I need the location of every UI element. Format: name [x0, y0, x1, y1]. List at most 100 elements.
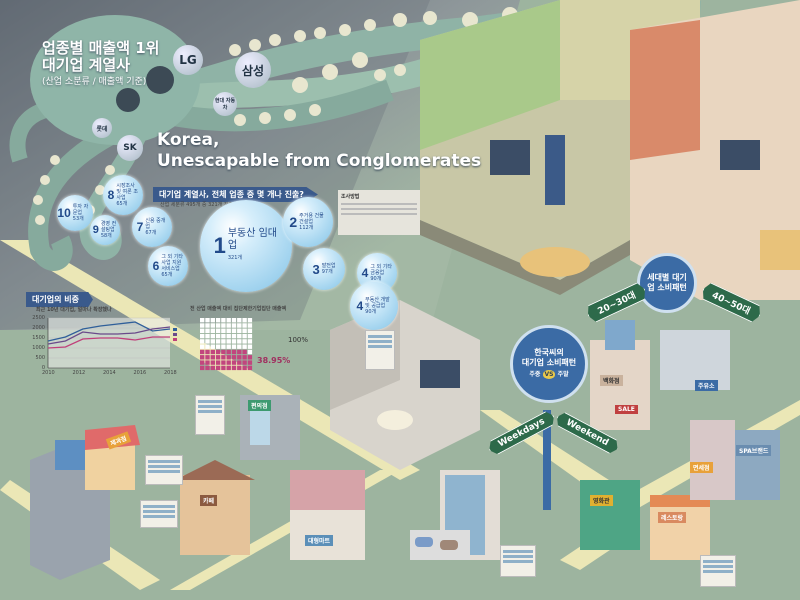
waffle-cell — [226, 328, 231, 333]
bubble-count: 58개 — [100, 233, 112, 239]
survey-title: 조사방법 — [341, 194, 360, 200]
bubble-count: 321개 — [227, 255, 242, 261]
waffle-cell — [226, 333, 231, 339]
store-mart: 대형마트 — [305, 535, 334, 546]
title-en-line1: Korea, — [157, 130, 220, 150]
waffle-cell — [226, 360, 231, 365]
waffle-chart — [200, 318, 253, 371]
generation-pattern-label: 세대별 대기업 소비패턴 — [647, 273, 687, 292]
waffle-cell — [242, 328, 247, 333]
waffle-cell — [221, 328, 226, 333]
waffle-cell — [200, 349, 205, 355]
waffle-cell — [200, 365, 205, 371]
line-chart-title: 최근 10년 대기업, 얼마나 확장했나 — [36, 307, 112, 313]
generation-pattern-badge: 세대별 대기업 소비패턴 — [637, 253, 697, 313]
waffle-cell — [226, 355, 231, 360]
waffle-cell — [221, 360, 226, 365]
waffle-cell — [247, 355, 253, 360]
waffle-cell — [210, 360, 215, 365]
waffle-title: 전 산업 매출액 대비 집단제한기업집단 매출액 — [190, 306, 287, 312]
waffle-cell — [205, 355, 210, 360]
city-buildings — [30, 320, 780, 580]
waffle-cell — [242, 323, 247, 328]
waffle-cell — [210, 349, 215, 355]
waffle-cell — [242, 344, 247, 349]
waffle-cell — [226, 318, 231, 323]
x-tick-label: 2018 — [164, 370, 177, 376]
shopping-room-illustration — [420, 0, 800, 300]
waffle-cell — [247, 318, 253, 323]
bubble-count: 67개 — [145, 230, 157, 236]
bubble-count: 97개 — [321, 269, 333, 275]
waffle-cell — [237, 333, 242, 339]
waffle-cell — [210, 339, 215, 344]
waffle-cell — [242, 355, 247, 360]
x-tick-label: 2012 — [72, 370, 86, 376]
waffle-cell — [247, 349, 253, 355]
waffle-cell — [221, 323, 226, 328]
waffle-cell — [215, 349, 221, 355]
waffle-cell — [215, 333, 221, 339]
korean-pattern-badge: 한국씨의 대기업 소비패턴 주중 VS 주말 — [510, 325, 588, 403]
waffle-cell — [221, 339, 226, 344]
waffle-cell — [242, 333, 247, 339]
waffle-cell — [200, 355, 205, 360]
x-tick-label: 2014 — [103, 370, 116, 376]
waffle-cell — [242, 318, 247, 323]
waffle-cell — [226, 323, 231, 328]
bubble-label: 주거용 건물 건설업 — [299, 213, 324, 225]
store-duty-free: 면세점 — [690, 462, 713, 473]
waffle-cell — [231, 323, 237, 328]
group-badge-hyundai: 현대 자동차 — [213, 92, 237, 116]
korean-pattern-line1: 한국씨의 — [534, 348, 564, 357]
waffle-cell — [221, 344, 226, 349]
sale-sign: SALE — [615, 405, 638, 414]
bubble-rank: 6 — [152, 259, 160, 273]
chart-ribbon: 대기업의 비중 — [26, 292, 93, 307]
title-line1: 업종별 매출액 1위 — [42, 39, 160, 57]
store-gas-station: 주유소 — [695, 380, 718, 391]
weekend-kr-label: 주말 — [557, 371, 569, 378]
legend-swatch-0 — [173, 328, 177, 331]
waffle-cell — [226, 365, 231, 371]
store-convenience: 편의점 — [248, 400, 271, 411]
bubble-rank: 8 — [107, 188, 115, 202]
bubble-count: 53개 — [72, 216, 84, 222]
waffle-cell — [237, 355, 242, 360]
waffle-cell — [237, 318, 242, 323]
bubble-label: 부동산 개발 및 공급업 — [365, 297, 390, 309]
waffle-cell — [237, 339, 242, 344]
x-tick-label: 2010 — [42, 370, 55, 376]
waffle-cell — [215, 365, 221, 371]
waffle-cell — [231, 360, 237, 365]
waffle-cell — [200, 360, 205, 365]
waffle-cell — [200, 333, 205, 339]
waffle-cell — [237, 323, 242, 328]
bubbles-note: 산업 세분류 495개 중 321개 진출 — [160, 202, 234, 208]
waffle-cell — [237, 360, 242, 365]
waffle-cell — [215, 360, 221, 365]
survey-method-box: 조사방법 — [338, 190, 420, 235]
title-line2: 대기업 계열사 — [42, 56, 131, 74]
info-card — [365, 330, 395, 370]
group-badge-sk: SK — [117, 135, 143, 161]
waffle-cell — [210, 323, 215, 328]
y-tick-label: 2000 — [32, 325, 45, 331]
waffle-cell — [210, 344, 215, 349]
waffle-cell — [231, 318, 237, 323]
y-tick-label: 2500 — [32, 315, 45, 321]
bubble-rank: 4 — [361, 266, 369, 280]
y-tick-label: 500 — [35, 355, 45, 361]
waffle-cell — [215, 344, 221, 349]
info-card — [700, 555, 736, 587]
waffle-full-label: 100% — [288, 336, 309, 344]
waffle-cell — [226, 344, 231, 349]
waffle-cell — [221, 318, 226, 323]
waffle-cell — [205, 365, 210, 371]
waffle-cell — [242, 365, 247, 371]
waffle-cell — [231, 344, 237, 349]
bubble-count: 90개 — [365, 309, 377, 315]
waffle-cell — [205, 360, 210, 365]
x-tick-label: 2016 — [133, 370, 147, 376]
